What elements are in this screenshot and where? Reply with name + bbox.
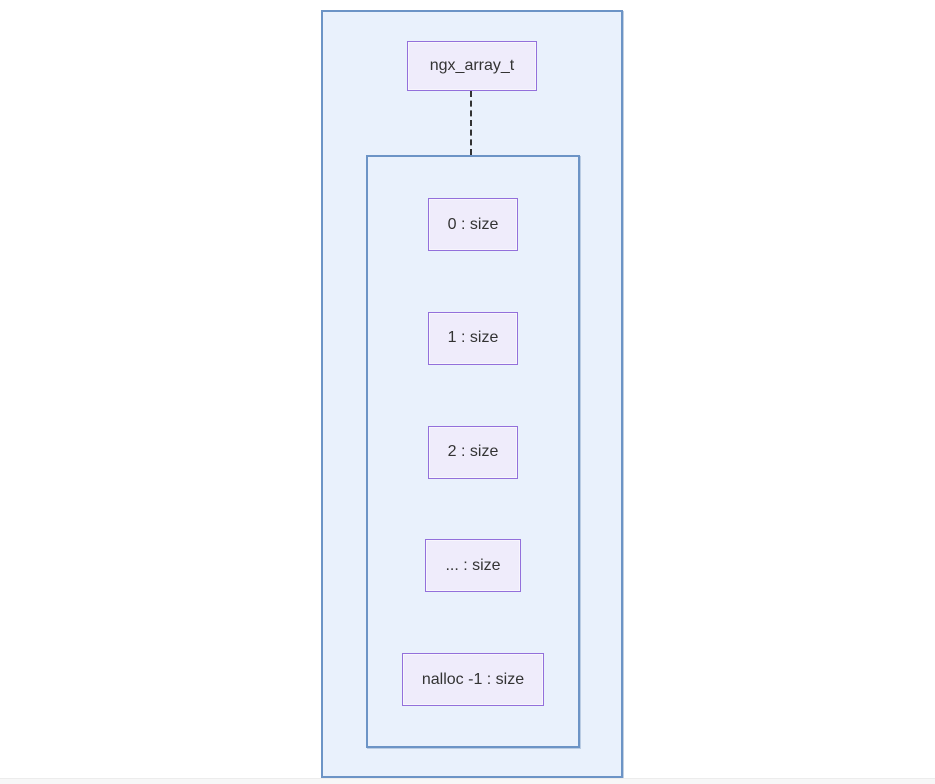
root-node-ngx-array-t: ngx_array_t (407, 41, 537, 91)
array-slot-node-1: 1 : size (427, 311, 519, 365)
array-slot-label: 1 : size (447, 329, 499, 347)
array-slot-label: 2 : size (447, 443, 499, 460)
dotted-edge (470, 91, 472, 155)
array-slot-label: 0 : size (447, 215, 499, 233)
array-slot-node-nalloc: nalloc -1 : size (401, 653, 545, 706)
array-slot-node-2: 2 : size (427, 425, 519, 479)
array-slot-node-ellipsis: ... : size (425, 539, 521, 593)
array-slot-label: ... : size (445, 556, 501, 574)
root-node-label: ngx_array_t (429, 57, 515, 74)
array-slot-label: nalloc -1 : size (421, 670, 525, 688)
array-slot-node-0: 0 : size (427, 198, 519, 251)
horizontal-scrollbar[interactable] (0, 778, 935, 784)
slots-cluster: 0 : size 1 : size 2 : size ... : size na… (366, 155, 580, 748)
